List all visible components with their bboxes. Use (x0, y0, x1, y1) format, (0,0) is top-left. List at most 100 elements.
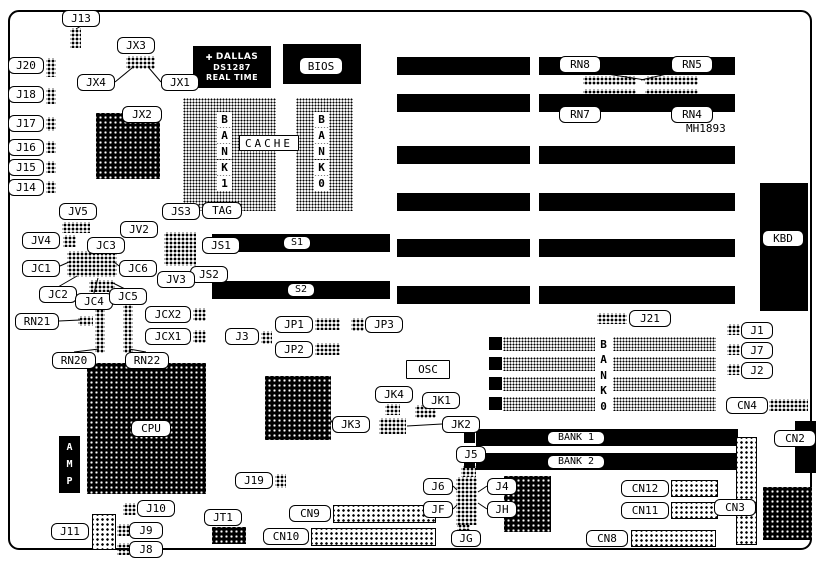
label-jc2: JC2 (39, 286, 77, 303)
dram-cap (489, 397, 502, 410)
j11-connector (92, 514, 116, 550)
j1-header (727, 324, 740, 335)
label-rn5: RN5 (671, 56, 713, 73)
label-cn12: CN12 (621, 480, 669, 497)
chipset-chip (265, 376, 331, 440)
simm-bank2 (476, 453, 738, 470)
dram-cap (489, 377, 502, 390)
label-jx2: JX2 (122, 106, 162, 123)
label-jc4: JC4 (75, 293, 113, 310)
label-jt1: JT1 (204, 509, 242, 526)
mh1893-text: MH1893 (686, 122, 726, 135)
label-j10: J10 (137, 500, 175, 517)
cn8-connector (631, 530, 716, 547)
j10-header (123, 503, 136, 515)
isa-slot (397, 146, 530, 164)
jumper-cluster (67, 251, 117, 277)
label-cn2: CN2 (774, 430, 816, 447)
label-bios: BIOS (299, 57, 343, 75)
rn20-part (95, 304, 105, 353)
amp-block (59, 436, 80, 493)
jp2-header (315, 343, 340, 355)
dram-cap (489, 357, 502, 370)
j8-header (117, 543, 130, 555)
label-jk2: JK2 (442, 416, 480, 433)
j14-header (46, 181, 56, 193)
j13-header (70, 28, 81, 48)
label-j14: J14 (8, 179, 44, 196)
label-cn11: CN11 (621, 502, 669, 519)
simm-bank1 (476, 429, 738, 446)
isa-slot (397, 239, 530, 257)
dram-row (613, 397, 716, 411)
isa-slot (397, 193, 530, 211)
label-j15: J15 (8, 159, 44, 176)
rn22-part (123, 304, 133, 353)
j5-header (461, 466, 476, 477)
label-bank1: BANK 1 (547, 431, 605, 445)
rn4-part (645, 89, 698, 98)
rn21-part (78, 316, 93, 326)
dram-cap (489, 337, 502, 350)
bank0-cache-text: A (314, 128, 329, 143)
cn10-connector (311, 528, 436, 546)
cn2-connector (795, 421, 816, 473)
label-osc: OSC (406, 360, 450, 379)
j21-header (597, 313, 627, 324)
bank0-dram-text: A (596, 352, 611, 367)
label-cn8: CN8 (586, 530, 628, 547)
label-j3: J3 (225, 328, 259, 345)
label-j20: J20 (8, 57, 44, 74)
label-cn4: CN4 (726, 397, 768, 414)
bank0-dram-text: N (596, 368, 611, 382)
jk4-header (385, 404, 400, 415)
label-jh: JH (487, 501, 517, 518)
label-j13: J13 (62, 10, 100, 27)
label-jcx2: JCX2 (145, 306, 191, 323)
label-rn20: RN20 (52, 352, 96, 369)
j19-header (275, 474, 286, 488)
bank1-cache-text: B (217, 112, 232, 127)
label-s1: S1 (283, 236, 311, 250)
jt1-part (212, 527, 246, 544)
bank1-cache-text: 1 (217, 176, 232, 191)
j3-header (261, 331, 272, 344)
j20-header (46, 58, 56, 77)
j16-header (46, 141, 56, 153)
jx2-chip (96, 113, 160, 179)
jcx2-header (193, 308, 206, 321)
amp-text: A (66, 441, 73, 453)
label-j4: J4 (487, 478, 517, 495)
jcx1-header (193, 330, 206, 343)
label-j7: J7 (741, 342, 773, 359)
isa-slot (539, 239, 735, 257)
jv5-header (62, 222, 90, 233)
dallas-line: ✚DALLAS (206, 52, 259, 62)
isa-slot (397, 286, 530, 304)
label-j21: J21 (629, 310, 671, 327)
label-jk4: JK4 (375, 386, 413, 403)
label-j17: J17 (8, 115, 44, 132)
label-rn21: RN21 (15, 313, 59, 330)
kbd-connector (760, 183, 808, 311)
dallas-line: DS1287 (213, 63, 251, 72)
bank0-cache-text: 0 (314, 176, 329, 191)
bank1-cache-text: K (217, 160, 232, 175)
label-cn10: CN10 (263, 528, 309, 545)
dram-row (503, 357, 595, 371)
j18-header (46, 88, 56, 104)
cn4-header (769, 399, 808, 411)
bank0-cache-text: N (314, 144, 329, 159)
label-j18: J18 (8, 86, 44, 103)
label-cpu: CPU (131, 420, 171, 437)
label-j6: J6 (423, 478, 453, 495)
label-rn7: RN7 (559, 106, 601, 123)
label-cn3: CN3 (714, 499, 756, 516)
bank0-cache-text: B (314, 112, 329, 127)
dallas-logo-icon: ✚ (205, 52, 213, 62)
front-panel-cluster (456, 477, 477, 525)
cpu-socket (87, 363, 206, 494)
label-j5: J5 (456, 446, 486, 463)
dram-row (613, 337, 716, 351)
